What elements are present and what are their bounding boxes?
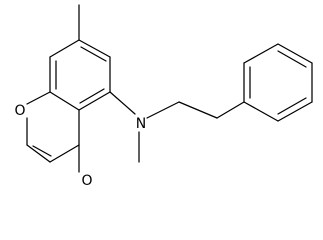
bond-ch2-ch2	[178, 101, 218, 119]
bond-c4a-c8a	[49, 91, 80, 111]
bond-ph2-ph3	[243, 43, 279, 64]
bond-ph5-ph6	[277, 101, 313, 122]
bond-c7-c6-inner	[80, 46, 107, 62]
bond-n-ch2	[146, 101, 180, 119]
bond-c3-c4	[49, 144, 80, 163]
bond-c5-n	[109, 91, 136, 115]
bond-c8a-o1	[26, 91, 51, 105]
bond-c7-c8	[49, 39, 80, 58]
bond-ph3-ph4	[277, 43, 313, 64]
bond-ch2-phenyl	[216, 101, 245, 119]
bond-ph3-ph4-inner	[277, 50, 307, 68]
bond-c2-c3	[26, 144, 51, 163]
bond-c2-c3-inner	[32, 145, 52, 157]
molecule-drawing: O O N	[14, 4, 313, 189]
structure-diagram: O O N	[14, 4, 313, 189]
bond-ph5-ph6-inner	[277, 97, 307, 115]
bond-c7-c6	[78, 39, 111, 58]
carbonyl-oxygen-label: O	[81, 173, 92, 189]
ring-oxygen-label: O	[14, 103, 25, 119]
bond-c5-c4a	[78, 91, 111, 111]
bond-c5-c4a-inner	[79, 88, 105, 104]
nitrogen-label: N	[136, 116, 146, 132]
bond-ph6-ph1	[243, 101, 279, 122]
